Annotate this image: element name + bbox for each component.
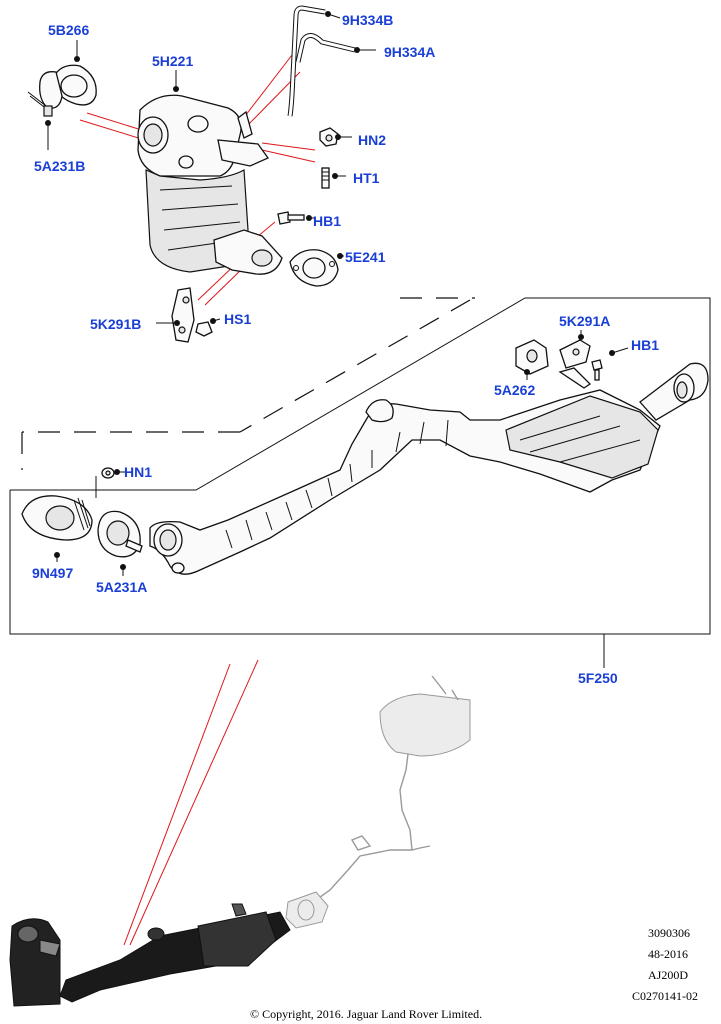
label-HT1: HT1: [353, 170, 380, 186]
label-5K291A: 5K291A: [559, 313, 610, 329]
label-5A231A: 5A231A: [96, 579, 147, 595]
reference-block: 3090306 48-2016 AJ200D C0270141-02 © Cop…: [250, 926, 698, 1021]
ref-line-3: AJ200D: [648, 968, 688, 982]
label-5A262: 5A262: [494, 382, 535, 398]
leader-lines: [47, 13, 629, 576]
clamp-5A231A: [97, 510, 143, 570]
bolt-HB1-right: [591, 350, 615, 381]
label-5H221: 5H221: [152, 53, 193, 69]
ref-line-2: 48-2016: [648, 947, 688, 961]
guide-lines: [21, 297, 475, 470]
gasket-5B266: [51, 56, 97, 106]
mount-5A262: [515, 339, 549, 375]
label-5K291B: 5K291B: [90, 316, 141, 332]
assembly-5F250-frame: [9, 297, 711, 668]
ref-line-1: 3090306: [648, 926, 690, 940]
part-labels: 5B266 5H221 9H334B 9H334A HN2 HT1 5A231B…: [32, 12, 659, 686]
copyright-text: © Copyright, 2016. Jaguar Land Rover Lim…: [250, 1007, 482, 1021]
sensor-pipe-9H334A: [295, 33, 360, 63]
label-5A231B: 5A231B: [34, 158, 85, 174]
label-9H334B: 9H334B: [342, 12, 393, 28]
label-5F250: 5F250: [578, 670, 618, 686]
label-HN2: HN2: [358, 132, 386, 148]
nut-HN2: [319, 127, 341, 147]
bracket-5K291A: [558, 334, 592, 389]
label-HB1-right: HB1: [631, 337, 659, 353]
nut-HN1: [95, 467, 120, 498]
clamp-5A231B: [27, 71, 63, 126]
stud-HT1: [321, 167, 338, 189]
label-9N497: 9N497: [32, 565, 73, 581]
label-5E241: 5E241: [345, 249, 386, 265]
label-HB1-top: HB1: [313, 213, 341, 229]
catalytic-converter-5H221: [137, 86, 283, 275]
label-5B266: 5B266: [48, 22, 89, 38]
gasket-9N497: [21, 495, 93, 558]
ref-line-4: C0270141-02: [632, 989, 698, 1003]
label-HN1: HN1: [124, 464, 152, 480]
gasket-5E241: [289, 249, 343, 287]
exhaust-pipe-5F250: [149, 362, 709, 575]
system-overview: [9, 675, 471, 1007]
sensor-pipe-9H334B: [287, 5, 331, 117]
pointer-lines: [79, 54, 316, 946]
bolt-HB1-top: [277, 211, 312, 225]
label-9H334A: 9H334A: [384, 44, 435, 60]
bracket-5K291B: [171, 287, 195, 343]
label-HS1: HS1: [224, 311, 251, 327]
